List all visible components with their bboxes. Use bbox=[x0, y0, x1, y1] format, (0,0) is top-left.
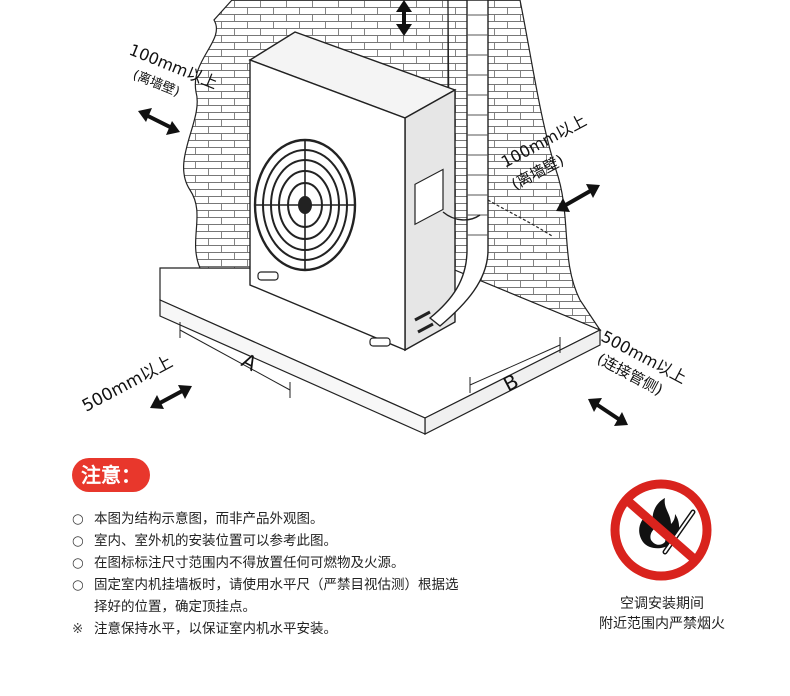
list-text: 本图为结构示意图，而非产品外观图。 bbox=[94, 511, 324, 527]
list-item: ○ 在图标标注尺寸范围内不得放置任何可燃物及火源。 bbox=[72, 552, 552, 574]
list-text: 注意保持水平，以保证室内机水平安装。 bbox=[94, 621, 337, 637]
outdoor-unit bbox=[248, 31, 457, 352]
warning-caption: 空调安装期间 附近范围内严禁烟火 bbox=[572, 594, 752, 634]
notice-list: ○ 本图为结构示意图，而非产品外观图。 ○ 室内、室外机的安装位置可以参考此图。… bbox=[72, 508, 552, 640]
arrow-right-wall bbox=[556, 184, 600, 212]
list-item: ○ 室内、室外机的安装位置可以参考此图。 bbox=[72, 530, 552, 552]
list-text: 室内、室外机的安装位置可以参考此图。 bbox=[94, 533, 337, 549]
list-item: ○ 固定室内机挂墙板时，请使用水平尺（严禁目视估测）根据选 bbox=[72, 574, 552, 596]
list-item: ○ 本图为结构示意图，而非产品外观图。 bbox=[72, 508, 552, 530]
list-bullet: ○ bbox=[72, 511, 84, 527]
arrow-left-wall bbox=[138, 108, 180, 135]
list-item: ※ 注意保持水平，以保证室内机水平安装。 bbox=[72, 618, 552, 640]
notice-badge: 注意： bbox=[72, 458, 150, 492]
connection-pipe bbox=[428, 0, 553, 327]
warning-caption-line1: 空调安装期间 bbox=[620, 596, 704, 612]
list-text-continued: 择好的位置，确定顶挂点。 bbox=[94, 599, 256, 615]
list-bullet: ○ bbox=[72, 555, 84, 571]
list-text: 在图标标注尺寸范围内不得放置任何可燃物及火源。 bbox=[94, 555, 405, 571]
no-fire-icon bbox=[610, 479, 712, 581]
dimension-lines bbox=[179, 322, 561, 398]
installation-diagram: 100mm以上 (离墙壁) 100mm以上 (离墙壁) A B 500mm以上 … bbox=[79, 0, 690, 435]
fan-grille bbox=[253, 138, 357, 272]
list-text: 固定室内机挂墙板时，请使用水平尺（严禁目视估测）根据选 bbox=[94, 577, 459, 593]
arrow-vertical-top bbox=[396, 0, 412, 36]
list-bullet: ※ bbox=[72, 621, 84, 637]
arrow-front bbox=[150, 385, 192, 409]
list-bullet: ○ bbox=[72, 533, 84, 549]
arrow-pipe-side bbox=[588, 398, 628, 426]
warning-caption-line2: 附近范围内严禁烟火 bbox=[599, 616, 725, 632]
list-bullet: ○ bbox=[72, 577, 84, 593]
